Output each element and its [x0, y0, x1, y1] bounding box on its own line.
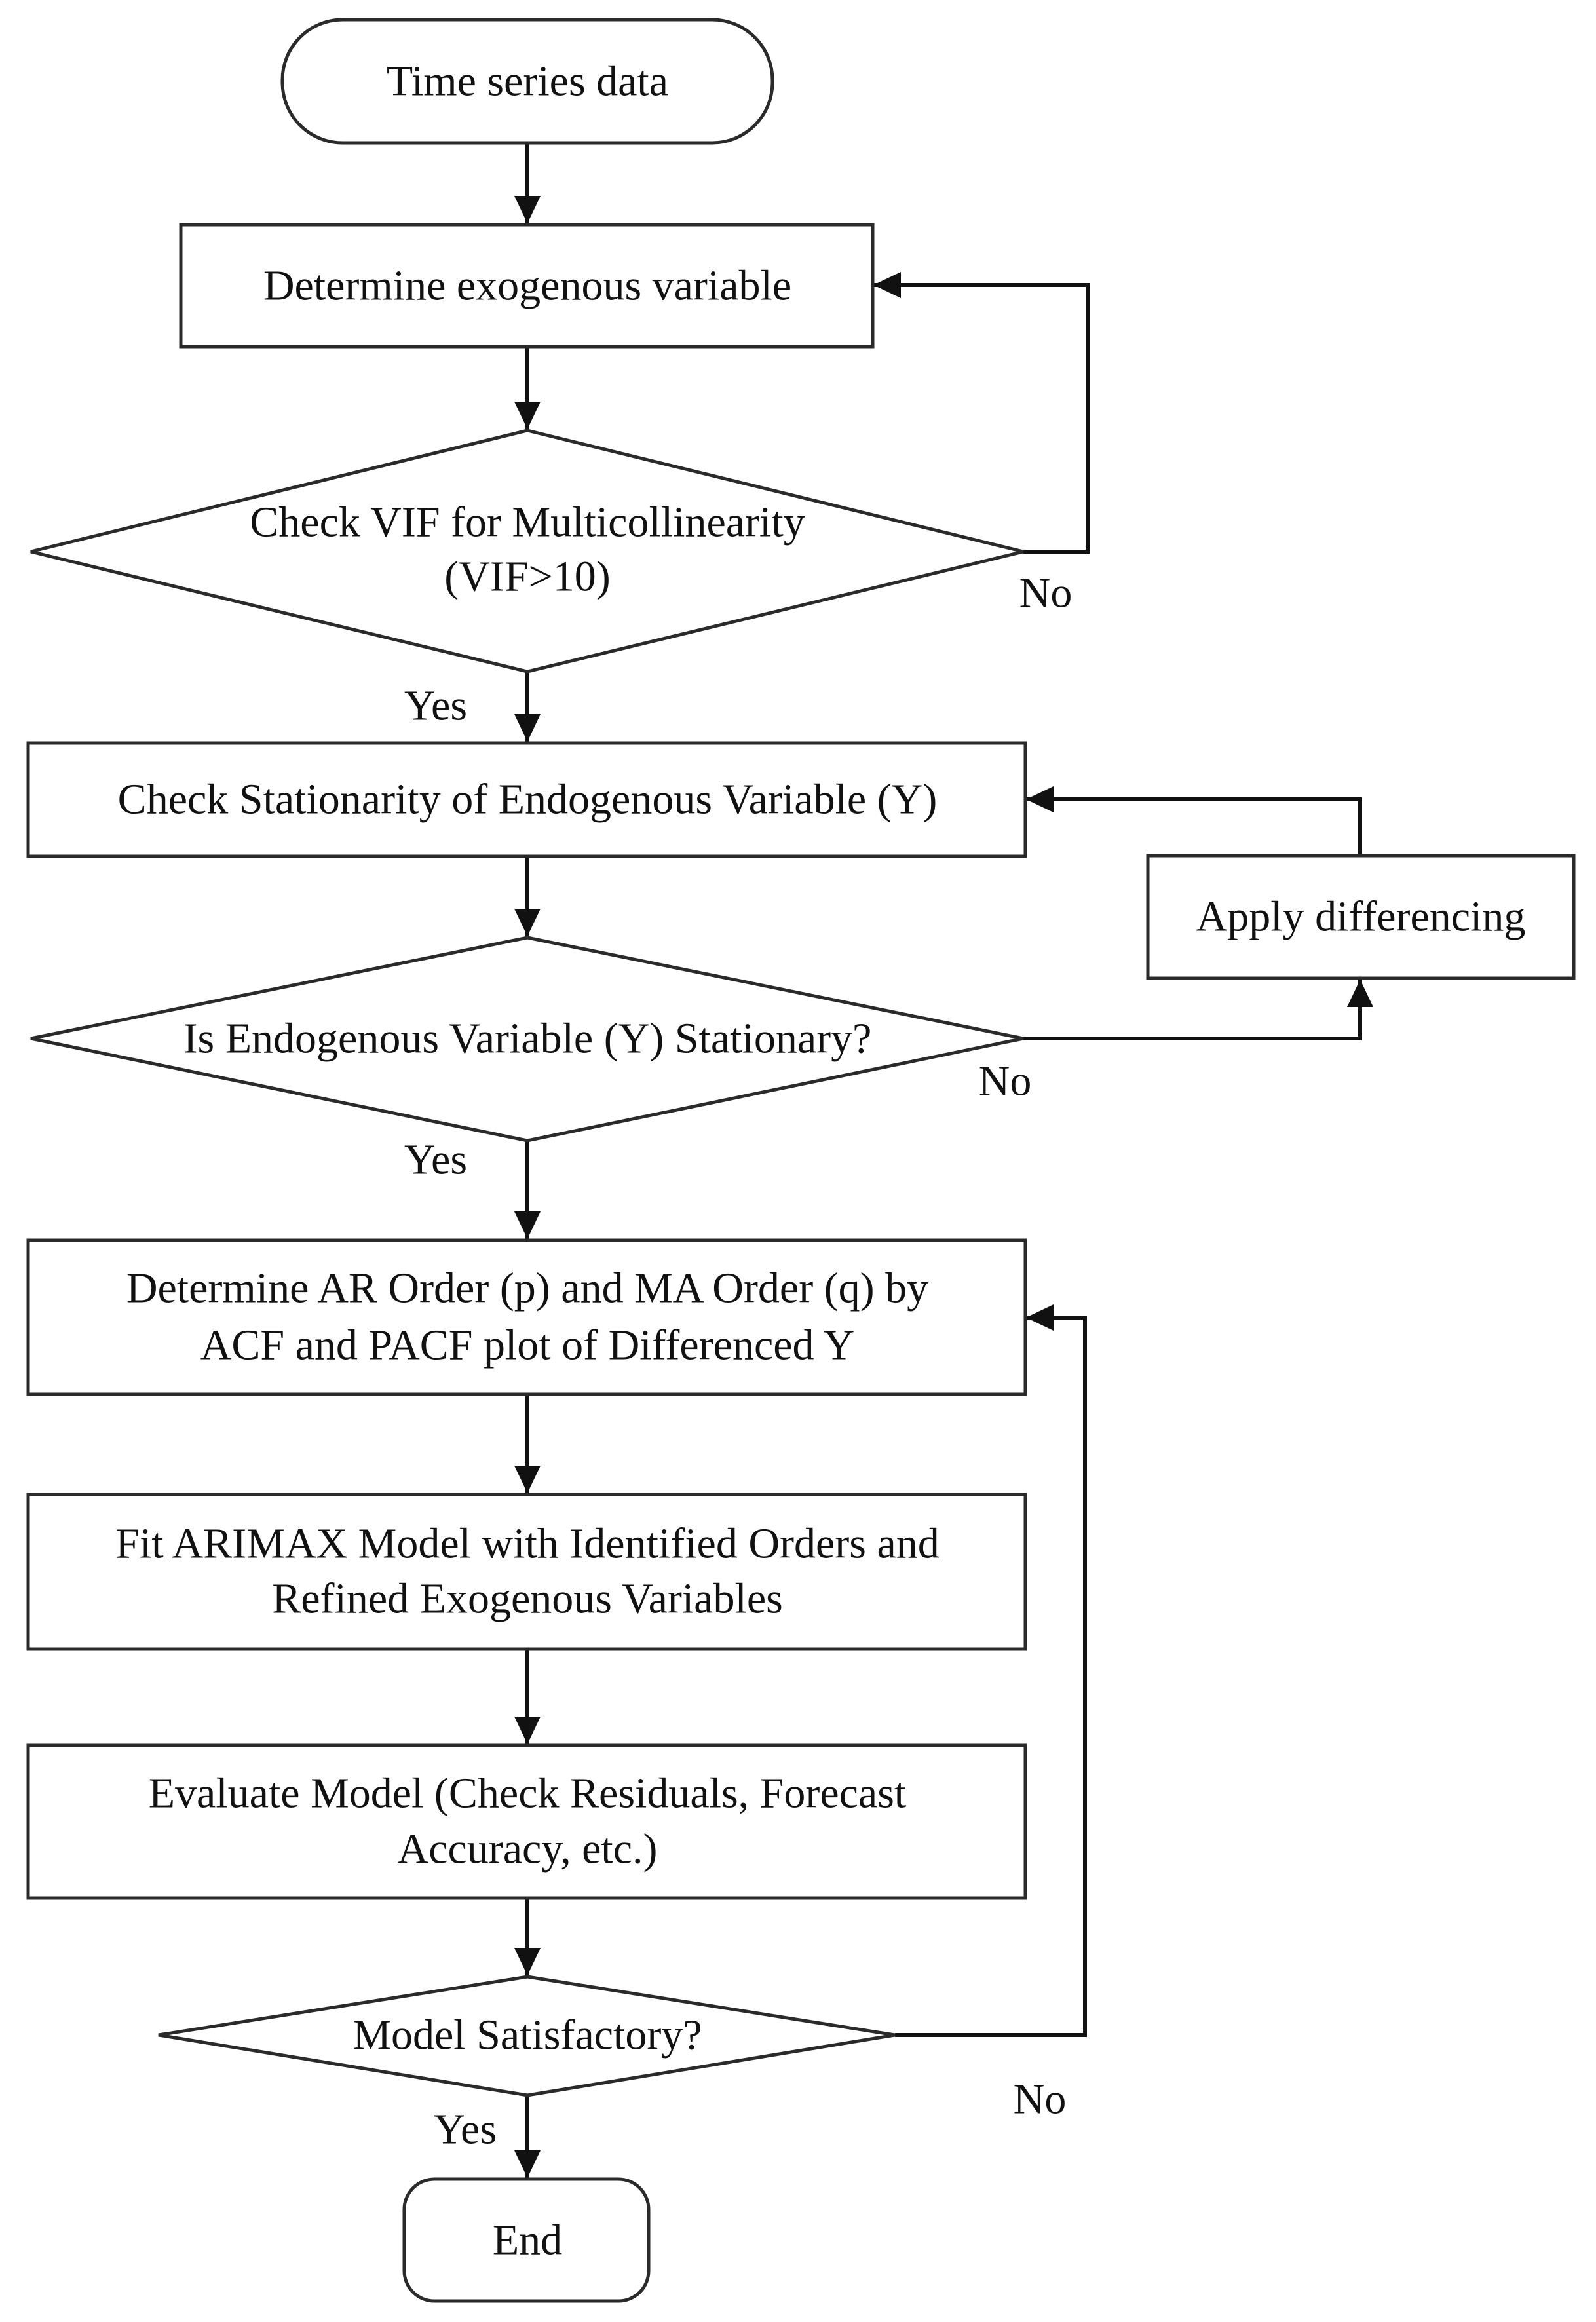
node-end: End [402, 2177, 651, 2303]
label-model-satisfactory: Model Satisfactory? [352, 2011, 702, 2059]
edge-label-stationary-yes: Yes [404, 1136, 467, 1184]
edge-label-model-no: No [1014, 2076, 1067, 2123]
arrow-stationary-no-to-differencing [1023, 980, 1373, 1040]
edge-label-vif-no: No [1019, 569, 1073, 617]
node-check-vif: Check VIF for Multicollinearity (VIF>10) [30, 428, 1024, 674]
edge-label-vif-yes: Yes [404, 682, 467, 730]
node-is-stationary: Is Endogenous Variable (Y) Stationary? [30, 936, 1024, 1143]
edge-label-model-yes: Yes [434, 2106, 497, 2154]
label-end: End [493, 2217, 562, 2264]
label-fit-arimax-line-2: Refined Exogenous Variables [272, 1575, 783, 1623]
node-determine-exogenous-variable: Determine exogenous variable [179, 223, 875, 349]
node-apply-differencing: Apply differencing [1146, 854, 1576, 980]
label-evaluate-model-line-1: Evaluate Model (Check Residuals, Forecas… [149, 1770, 907, 1818]
label-determine-exogenous-variable: Determine exogenous variable [263, 262, 791, 310]
arrow-vif-no-loop [873, 272, 1090, 554]
arrow-differencing-to-stationarity [1026, 786, 1362, 856]
label-time-series-data: Time series data [387, 58, 668, 105]
label-determine-orders-line-1: Determine AR Order (p) and MA Order (q) … [126, 1265, 928, 1312]
label-check-stationarity: Check Stationarity of Endogenous Variabl… [118, 776, 938, 824]
label-check-vif-line-1: Check VIF for Multicollinearity [250, 499, 805, 546]
node-evaluate-model: Evaluate Model (Check Residuals, Forecas… [26, 1743, 1027, 1900]
edge-labels: No Yes No Yes No Yes [404, 569, 1072, 2154]
label-determine-orders-line-2: ACF and PACF plot of Differenced Y [200, 1322, 855, 1369]
node-fit-arimax: Fit ARIMAX Model with Identified Orders … [26, 1493, 1027, 1651]
edge-label-stationary-no: No [979, 1057, 1032, 1105]
node-determine-orders: Determine AR Order (p) and MA Order (q) … [26, 1238, 1027, 1396]
label-evaluate-model-line-2: Accuracy, etc.) [398, 1825, 658, 1873]
label-fit-arimax-line-1: Fit ARIMAX Model with Identified Orders … [115, 1520, 940, 1568]
node-model-satisfactory: Model Satisfactory? [158, 1975, 896, 2097]
node-time-series-data: Time series data [280, 18, 774, 145]
node-check-stationarity: Check Stationarity of Endogenous Variabl… [26, 741, 1027, 858]
label-is-stationary: Is Endogenous Variable (Y) Stationary? [183, 1015, 872, 1063]
label-apply-differencing: Apply differencing [1196, 893, 1526, 941]
arrow-model-no-loop [895, 1304, 1087, 2037]
connectors [514, 144, 1373, 2178]
label-check-vif-line-2: (VIF>10) [444, 553, 611, 601]
